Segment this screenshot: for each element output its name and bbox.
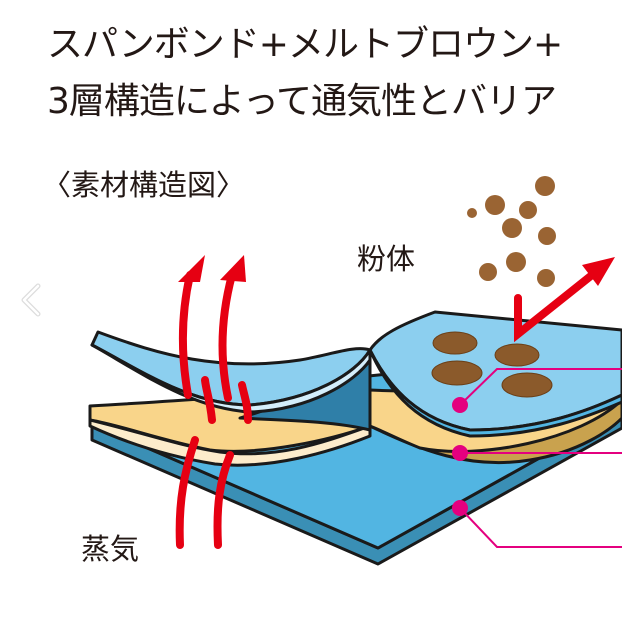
diagram-subtitle: 〈素材構造図〉 bbox=[42, 168, 246, 202]
steam-arrows bbox=[175, 255, 252, 549]
headline-line-2: 3層構造によって通気性とバリア bbox=[47, 81, 557, 122]
carousel-prev-button[interactable] bbox=[14, 280, 48, 320]
layer-leader-lines bbox=[452, 368, 622, 548]
chevron-left-icon bbox=[21, 283, 41, 317]
powder-particles-on-surface bbox=[431, 331, 553, 398]
powder-label: 粉体 bbox=[357, 242, 416, 276]
powder-blocked-arrow bbox=[514, 257, 615, 343]
falling-powder-particles bbox=[467, 176, 556, 287]
steam-label: 蒸気 bbox=[81, 532, 140, 566]
headline-line-1: スパンボンド+メルトブロウン+ bbox=[47, 24, 563, 65]
